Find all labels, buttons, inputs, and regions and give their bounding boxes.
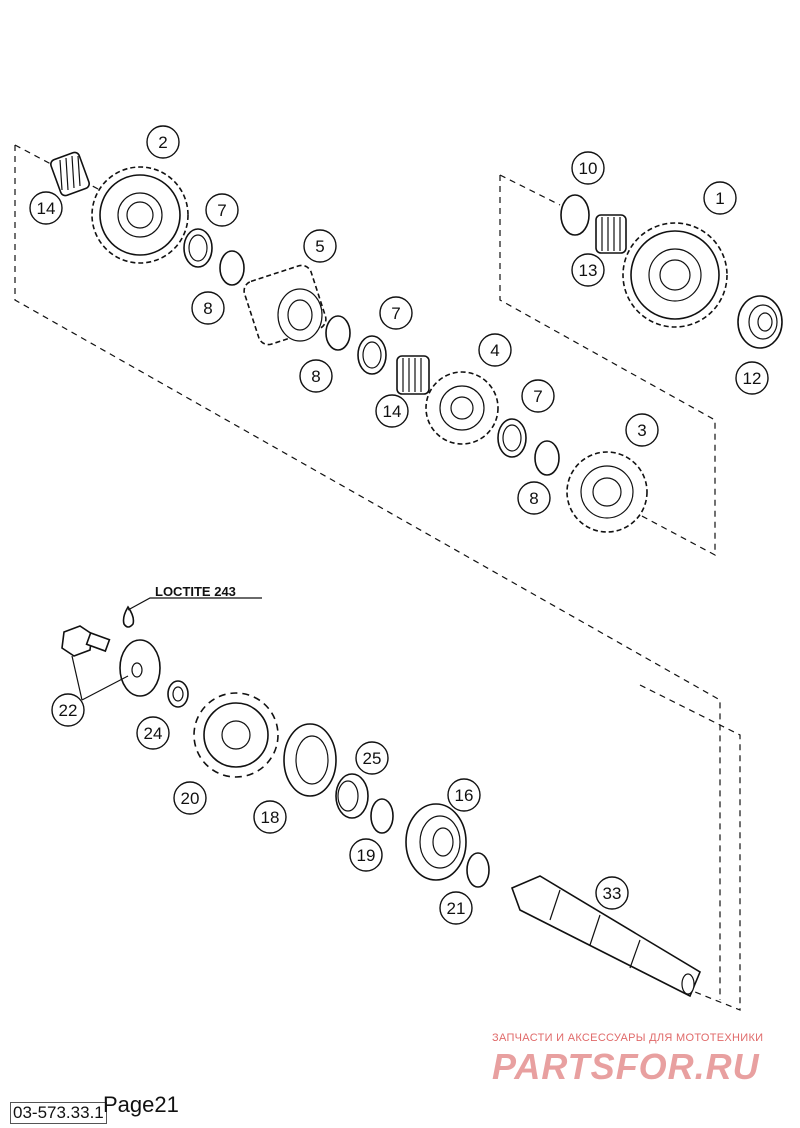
svg-text:16: 16 [455, 786, 474, 805]
circlip-8a [219, 250, 245, 286]
page-label: Page21 [103, 1092, 179, 1117]
callout-24: 24 [136, 716, 170, 750]
circlip-8c [534, 440, 560, 476]
svg-text:8: 8 [311, 367, 320, 386]
loctite-annotation: LOCTITE 243 [155, 584, 236, 599]
callout-25: 25 [355, 741, 389, 775]
thrust-washer-7b [357, 335, 387, 375]
callout-14-b: 14 [375, 394, 409, 428]
svg-text:7: 7 [391, 304, 400, 323]
svg-text:14: 14 [37, 199, 56, 218]
callout-8-b: 8 [299, 359, 333, 393]
callout-33: 33 [595, 876, 629, 910]
svg-text:7: 7 [217, 201, 226, 220]
circlip-8b [325, 315, 351, 351]
callout-7-c: 7 [521, 379, 555, 413]
svg-text:14: 14 [383, 402, 402, 421]
callout-8-c: 8 [517, 481, 551, 515]
svg-text:8: 8 [529, 489, 538, 508]
flange-bolt-22 [61, 625, 111, 657]
callout-14-a: 14 [29, 191, 63, 225]
svg-text:1: 1 [715, 189, 724, 208]
svg-text:10: 10 [579, 159, 598, 178]
o-ring-24 [167, 680, 189, 708]
callout-13: 13 [571, 253, 605, 287]
callout-2: 2 [146, 125, 180, 159]
svg-text:5: 5 [315, 237, 324, 256]
needle-bearing-14-middle [396, 355, 430, 395]
gear-2 [91, 166, 189, 264]
callout-3: 3 [625, 413, 659, 447]
callout-19: 19 [349, 838, 383, 872]
callout-7-a: 7 [205, 193, 239, 227]
gear-5 [243, 264, 327, 346]
svg-text:2: 2 [158, 133, 167, 152]
gear-3 [566, 451, 648, 533]
svg-text:12: 12 [743, 369, 762, 388]
thrust-washer-7a [183, 228, 213, 268]
ball-bearing-16 [405, 803, 467, 881]
watermark-logo: PARTSFOR.RU [492, 1046, 760, 1087]
svg-text:18: 18 [261, 808, 280, 827]
callout-8-a: 8 [191, 291, 225, 325]
svg-text:21: 21 [447, 899, 466, 918]
loctite-leader [127, 597, 262, 611]
svg-text:13: 13 [579, 261, 598, 280]
sprocket-20 [193, 692, 279, 778]
callout-leaders [71, 655, 129, 701]
spacer-25 [335, 773, 369, 819]
gear-4 [425, 371, 499, 445]
washer-22 [119, 639, 161, 697]
washer-10 [560, 194, 590, 236]
svg-text:8: 8 [203, 299, 212, 318]
svg-text:4: 4 [490, 341, 499, 360]
svg-text:19: 19 [357, 846, 376, 865]
watermark-subtitle: ЗАПЧАСТИ И АКСЕССУАРЫ ДЛЯ МОТОТЕХНИКИ [492, 1032, 764, 1044]
callout-10: 10 [571, 151, 605, 185]
callout-20: 20 [173, 781, 207, 815]
svg-text:22: 22 [59, 701, 78, 720]
needle-bearing-13 [595, 214, 627, 254]
loctite-drop [122, 605, 135, 628]
svg-text:25: 25 [363, 749, 382, 768]
callout-5: 5 [303, 229, 337, 263]
document-code: 03-573.33.1 [10, 1102, 107, 1124]
ball-bearing-12 [737, 295, 783, 349]
callout-21: 21 [439, 891, 473, 925]
main-shaft-33 [510, 875, 702, 998]
callout-18: 18 [253, 800, 287, 834]
needle-bearing-14-upper [50, 151, 90, 197]
o-ring-21 [466, 852, 490, 888]
gear-1 [622, 222, 728, 328]
callout-7-b: 7 [379, 296, 413, 330]
o-ring-19 [370, 798, 394, 834]
callout-12: 12 [735, 361, 769, 395]
svg-text:3: 3 [637, 421, 646, 440]
svg-text:24: 24 [144, 724, 163, 743]
callout-16: 16 [447, 778, 481, 812]
callout-1: 1 [703, 181, 737, 215]
svg-text:33: 33 [603, 884, 622, 903]
thrust-washer-7c [497, 418, 527, 458]
svg-text:7: 7 [533, 387, 542, 406]
shaft-seal-18 [283, 723, 337, 797]
callout-4: 4 [478, 333, 512, 367]
callout-22: 22 [51, 693, 85, 727]
svg-text:20: 20 [181, 789, 200, 808]
